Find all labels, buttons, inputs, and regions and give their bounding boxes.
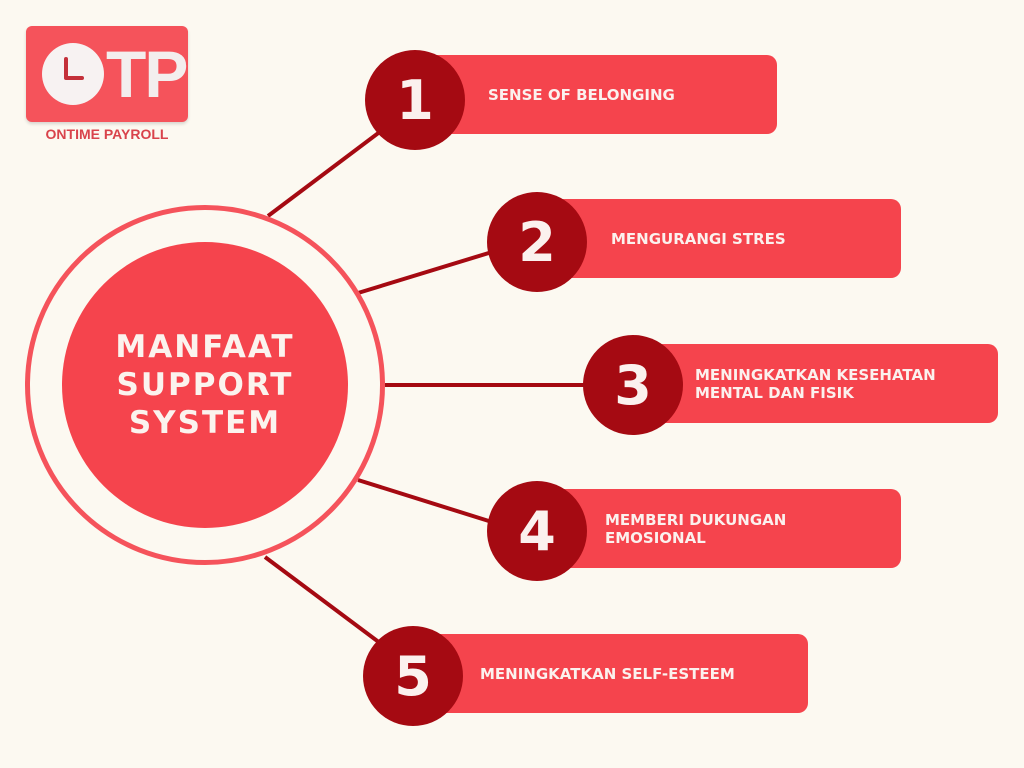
benefit-pill-2: MENGURANGI STRES xyxy=(545,199,901,278)
benefit-label-5: MENINGKATKAN SELF-ESTEEM xyxy=(480,664,735,683)
otp-logo: TP xyxy=(26,26,188,122)
benefit-number-3: 3 xyxy=(583,335,683,435)
benefit-label-4: MEMBERI DUKUNGAN EMOSIONAL xyxy=(605,510,787,547)
logo-letters: TP xyxy=(106,37,188,111)
connector-5 xyxy=(263,555,382,645)
benefit-number-1: 1 xyxy=(365,50,465,150)
benefit-number-4: 4 xyxy=(487,481,587,581)
clock-icon xyxy=(42,43,104,105)
benefit-pill-4: MEMBERI DUKUNGAN EMOSIONAL xyxy=(545,489,901,568)
logo-caption: ONTIME PAYROLL xyxy=(45,126,169,142)
connector-1 xyxy=(266,126,387,218)
benefit-pill-5: MENINGKATKAN SELF-ESTEEM xyxy=(420,634,808,713)
hub-title: MANFAAT SUPPORT SYSTEM xyxy=(115,329,295,441)
benefit-number-5: 5 xyxy=(363,626,463,726)
benefit-label-3: MENINGKATKAN KESEHATAN MENTAL DAN FISIK xyxy=(695,365,936,402)
benefit-pill-1: SENSE OF BELONGING xyxy=(420,55,777,134)
connector-2 xyxy=(357,250,493,295)
benefit-label-1: SENSE OF BELONGING xyxy=(488,85,675,104)
benefit-pill-3: MENINGKATKAN KESEHATAN MENTAL DAN FISIK xyxy=(640,344,998,423)
benefit-number-2: 2 xyxy=(487,192,587,292)
hub-circle: MANFAAT SUPPORT SYSTEM xyxy=(62,242,348,528)
connector-4 xyxy=(357,478,493,524)
benefit-label-2: MENGURANGI STRES xyxy=(611,229,786,248)
